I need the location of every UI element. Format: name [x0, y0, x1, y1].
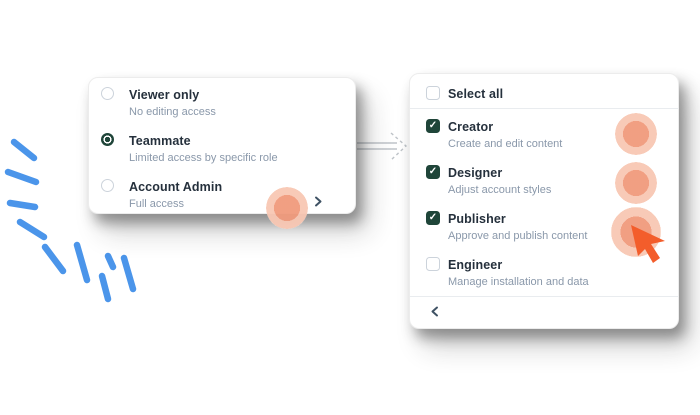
divider — [410, 108, 678, 109]
role-label: Creator — [448, 120, 494, 134]
option-description: Full access — [129, 198, 185, 210]
role-label: Engineer — [448, 258, 503, 272]
option-label: Viewer only — [129, 88, 200, 102]
role-select-panel: Viewer only No editing access Teammate L… — [88, 77, 356, 229]
option-description: No editing access — [129, 106, 216, 118]
role-label: Publisher — [448, 212, 506, 226]
select-all-label: Select all — [448, 87, 504, 101]
divider — [410, 296, 678, 297]
option-label: Teammate — [129, 134, 191, 148]
role-description: Create and edit content — [448, 138, 563, 150]
option-description: Limited access by specific role — [129, 152, 278, 164]
click-pulse-indicator — [615, 113, 657, 155]
specific-roles-panel: Select all ✓ Creator Create and edit con… — [409, 73, 679, 329]
option-label: Account Admin — [129, 180, 223, 194]
click-pulse-indicator — [615, 162, 657, 204]
cursor-pointer-icon — [631, 225, 665, 263]
checkmark-glyph: ✓ — [428, 212, 438, 223]
role-description: Manage installation and data — [448, 276, 589, 288]
radio-checked-icon[interactable] — [101, 133, 114, 146]
checkbox-checked-icon[interactable]: ✓ — [426, 165, 440, 179]
checkmark-glyph: ✓ — [428, 166, 438, 177]
connector-arrow — [357, 132, 408, 161]
checkbox-unchecked-icon[interactable] — [426, 257, 440, 271]
role-description: Adjust account styles — [448, 184, 552, 196]
checkbox-checked-icon[interactable]: ✓ — [426, 119, 440, 133]
chevron-right-icon[interactable] — [313, 195, 323, 208]
burst-strokes-illustration — [4, 138, 137, 303]
checkbox-checked-icon[interactable]: ✓ — [426, 211, 440, 225]
radio-unchecked-icon[interactable] — [101, 87, 114, 100]
radio-unchecked-icon[interactable] — [101, 179, 114, 192]
role-label: Designer — [448, 166, 503, 180]
checkmark-glyph: ✓ — [428, 120, 438, 131]
role-description: Approve and publish content — [448, 230, 588, 242]
back-chevron-icon[interactable] — [430, 305, 440, 318]
checkbox-unchecked-icon[interactable] — [426, 86, 440, 100]
click-pulse-indicator — [266, 187, 308, 229]
